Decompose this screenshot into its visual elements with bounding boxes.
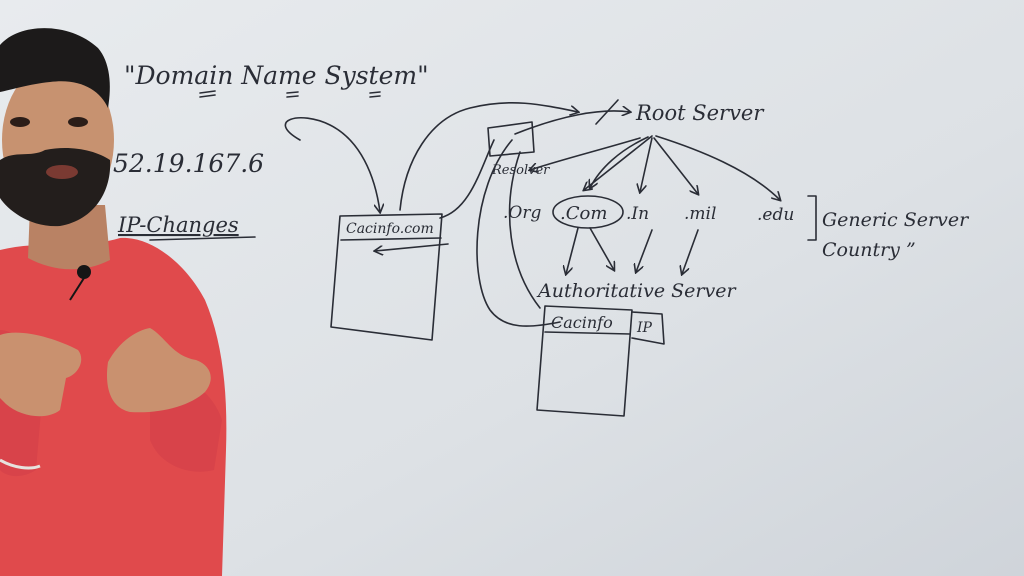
- presenter-mouth: [46, 165, 78, 179]
- root-server-label: Root Server: [635, 101, 765, 125]
- client-box-divider: [340, 237, 442, 241]
- ip-address-text: 52.19.167.6: [113, 149, 264, 178]
- root-to-com-arrow-2: [590, 136, 649, 188]
- presenter-right-hand: [106, 328, 211, 413]
- mil-to-auth-arrow: [682, 229, 699, 274]
- auth-box-label: Cacinfo: [551, 313, 613, 332]
- presenter: [0, 28, 227, 576]
- presenter-hair: [0, 28, 110, 108]
- board-title: "Domain Name System": [124, 61, 429, 90]
- authoritative-server-label: Authoritative Server: [536, 280, 737, 302]
- root-to-in-arrow: [640, 137, 653, 192]
- presenter-shirt: [0, 237, 227, 576]
- root-to-edu-arrow: [655, 135, 780, 200]
- dns-diagram: "Domain Name System" 52.19.167.6 IP-Chan…: [76, 61, 970, 417]
- ip-changes-underline: [149, 236, 256, 241]
- client-box-label: Cacinfo.com: [346, 221, 434, 237]
- auth-box-divider: [544, 331, 631, 335]
- curve-arrow-middle: [399, 101, 578, 211]
- tld-org: .Org: [503, 203, 541, 223]
- tld-bracket: [807, 195, 817, 241]
- lapel-microphone: [77, 265, 91, 279]
- in-to-auth-arrow: [636, 229, 653, 272]
- curve-arrow-left: [284, 117, 380, 212]
- generic-server-label: Generic Server: [822, 209, 970, 231]
- resolver-box: [487, 121, 535, 157]
- tld-com: .Com: [560, 203, 607, 224]
- client-box: [330, 213, 443, 341]
- presenter-bracelet: [0, 458, 41, 470]
- title-underline-marks: [199, 90, 381, 98]
- root-to-mil-arrow: [653, 137, 698, 194]
- com-to-auth-arrow-1: [566, 227, 579, 274]
- auth-ip-box: [631, 311, 665, 345]
- auth-box: [536, 305, 633, 417]
- client-return-arrow: [375, 243, 449, 251]
- presenter-beard: [0, 148, 111, 227]
- resolver-loop-curve: [476, 139, 561, 327]
- auth-ip-label: IP: [636, 320, 653, 336]
- resolver-loop-curve-2: [508, 151, 541, 309]
- tld-mil: .mil: [684, 204, 716, 224]
- root-server-tick: [595, 99, 619, 125]
- resolver-label: Resolver: [491, 163, 550, 178]
- presenter-eye-right: [68, 117, 88, 127]
- country-label: Country ”: [822, 239, 916, 261]
- resolver-to-root-arrow: [514, 111, 630, 135]
- presenter-eye-left: [10, 117, 30, 127]
- ip-changes-text: IP-Changes: [117, 213, 239, 237]
- com-to-auth-arrow-2: [589, 227, 614, 270]
- tld-com-circle: [552, 195, 624, 229]
- root-to-resolver-arrow: [530, 137, 641, 170]
- presenter-left-hand: [0, 332, 82, 417]
- tld-edu: .edu: [757, 205, 794, 225]
- tld-in: .In: [626, 204, 649, 224]
- microphone-cable: [69, 277, 85, 301]
